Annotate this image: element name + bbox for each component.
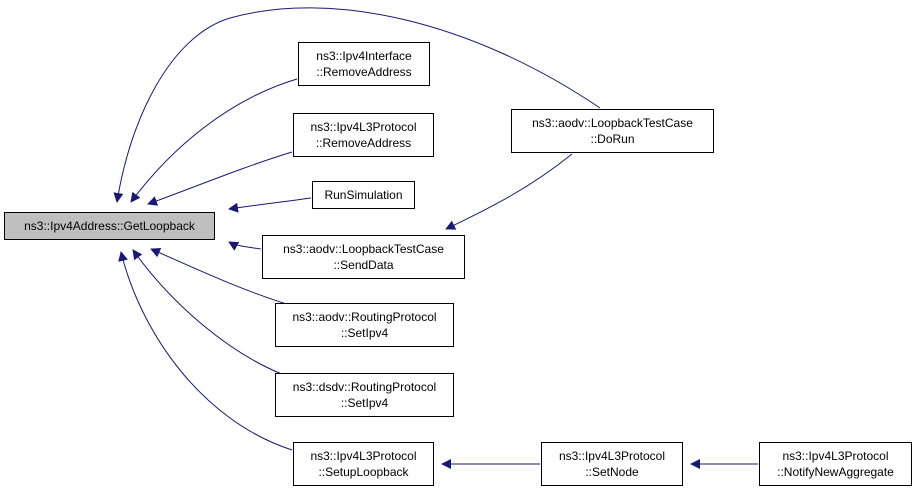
edge-loopbacktestcase-dorun-to-getloopback xyxy=(113,7,601,203)
node-ipv4l3protocol-setnode[interactable]: ns3::Ipv4L3Protocol ::SetNode xyxy=(541,442,683,486)
node-label-line: ::SetupLoopback xyxy=(318,465,409,479)
node-label-line: ns3::Ipv4L3Protocol xyxy=(782,449,889,463)
node-label-line: ns3::aodv::LoopbackTestCase xyxy=(532,116,693,130)
node-runsimulation[interactable]: RunSimulation xyxy=(312,181,415,209)
node-label-line: ::RemoveAddress xyxy=(315,136,412,150)
edge-ipv4interface-removeaddress-to-getloopback xyxy=(130,78,298,203)
node-aodv-routingprotocol-setipv4[interactable]: ns3::aodv::RoutingProtocol ::SetIpv4 xyxy=(275,303,454,347)
node-label-line: ns3::aodv::RoutingProtocol xyxy=(292,310,437,324)
edge-loopbacktestcase-senddata-to-getloopback xyxy=(228,241,262,251)
node-get-loopback: ns3::Ipv4Address::GetLoopback xyxy=(4,212,215,240)
node-label-line: ::SetNode xyxy=(585,465,639,479)
node-label-line: ns3::Ipv4Interface xyxy=(316,49,412,63)
node-label-line: ns3::dsdv::RoutingProtocol xyxy=(292,380,437,394)
node-label-line: ::RemoveAddress xyxy=(316,65,412,79)
node-dsdv-routingprotocol-setipv4[interactable]: ns3::dsdv::RoutingProtocol ::SetIpv4 xyxy=(275,373,454,417)
edge-aodv-routingprotocol-setipv4-to-getloopback xyxy=(150,248,294,307)
edge-loopbacktestcase-dorun-to-loopbacktestcase-senddata xyxy=(445,153,573,230)
node-label-line: RunSimulation xyxy=(324,188,403,202)
node-label-line: ::SendData xyxy=(333,258,394,272)
node-label-line: ::DoRun xyxy=(590,132,635,146)
node-ipv4l3protocol-notifynewaggregate[interactable]: ns3::Ipv4L3Protocol ::NotifyNewAggregate xyxy=(759,442,912,486)
edge-ipv4l3protocol-setuploopback-to-getloopback xyxy=(118,251,293,451)
node-ipv4l3protocol-removeaddress[interactable]: ns3::Ipv4L3Protocol ::RemoveAddress xyxy=(293,113,434,157)
node-loopbacktestcase-senddata[interactable]: ns3::aodv::LoopbackTestCase ::SendData xyxy=(262,235,465,279)
node-label-line: ::SetIpv4 xyxy=(340,326,389,340)
node-loopbacktestcase-dorun[interactable]: ns3::aodv::LoopbackTestCase ::DoRun xyxy=(511,109,714,153)
node-label-line: ns3::aodv::LoopbackTestCase xyxy=(283,242,444,256)
node-ipv4interface-removeaddress[interactable]: ns3::Ipv4Interface ::RemoveAddress xyxy=(298,42,430,86)
edge-dsdv-routingprotocol-setipv4-to-getloopback xyxy=(132,249,293,379)
node-label-line: ns3::Ipv4L3Protocol xyxy=(310,449,417,463)
node-label-line: ::NotifyNewAggregate xyxy=(777,465,894,479)
node-label-line: ns3::Ipv4L3Protocol xyxy=(310,120,417,134)
node-label-line: ::SetIpv4 xyxy=(340,396,389,410)
edge-runsimulation-to-getloopback xyxy=(228,197,312,213)
edge-ipv4l3protocol-removeaddress-to-getloopback xyxy=(147,151,293,206)
node-label-line: ns3::Ipv4L3Protocol xyxy=(558,449,666,463)
node-ipv4l3protocol-setuploopback[interactable]: ns3::Ipv4L3Protocol ::SetupLoopback xyxy=(293,442,434,486)
node-label-line: ns3::Ipv4Address::GetLoopback xyxy=(24,219,195,233)
